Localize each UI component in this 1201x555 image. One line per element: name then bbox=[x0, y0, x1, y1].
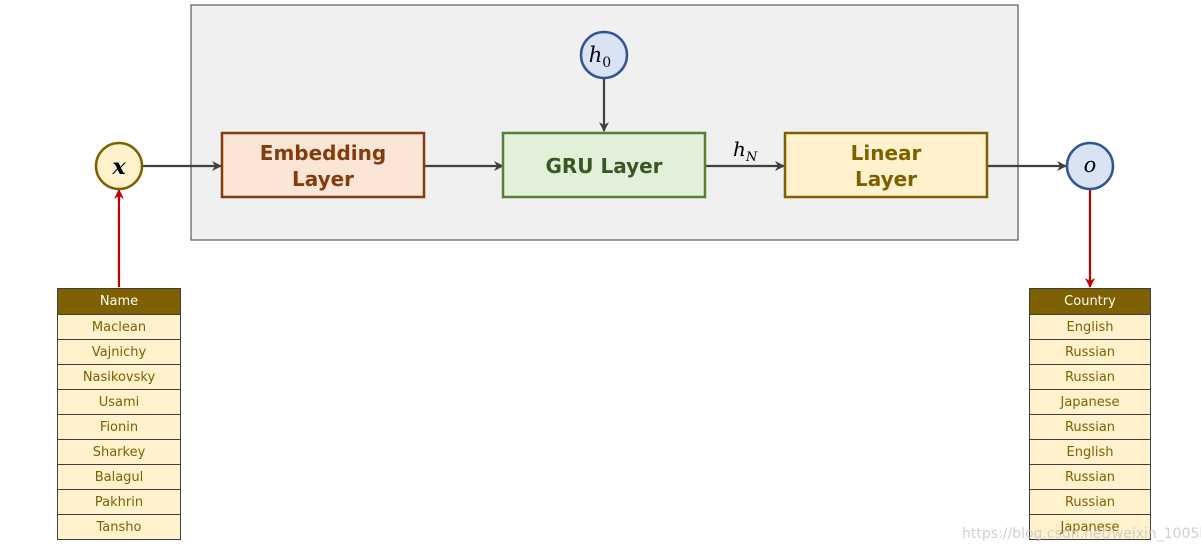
country-table-row: Russian bbox=[1029, 364, 1151, 390]
country-table-row: Russian bbox=[1029, 489, 1151, 515]
country-table-row: English bbox=[1029, 439, 1151, 465]
h0-node: h0 bbox=[579, 30, 629, 80]
name-table-row: Maclean bbox=[57, 314, 181, 340]
embedding-layer-line2: Layer bbox=[292, 167, 354, 191]
watermark: https://blog.csdn.net/weixin_1005lin bbox=[962, 526, 1201, 542]
output-node-label: o bbox=[1084, 153, 1097, 177]
name-table-row: Balagul bbox=[57, 464, 181, 490]
country-table-row: English bbox=[1029, 314, 1151, 340]
h0-node-label: h bbox=[589, 43, 603, 67]
country-table-row: Japanese bbox=[1029, 389, 1151, 415]
country-table: Country English Russian Russian Japanese… bbox=[1029, 288, 1151, 540]
country-table-row: Japanese bbox=[1029, 514, 1151, 540]
name-table-row: Nasikovsky bbox=[57, 364, 181, 390]
hN-edge-label-base: h bbox=[733, 137, 746, 161]
name-table-row: Pakhrin bbox=[57, 489, 181, 515]
output-node: o bbox=[1065, 141, 1115, 191]
input-node: x bbox=[94, 141, 144, 191]
country-table-header: Country bbox=[1029, 288, 1151, 315]
linear-layer-line2: Layer bbox=[855, 167, 917, 191]
hN-edge-label-subscript: N bbox=[745, 150, 758, 165]
country-table-row: Russian bbox=[1029, 339, 1151, 365]
country-table-row: Russian bbox=[1029, 414, 1151, 440]
name-table-row: Fionin bbox=[57, 414, 181, 440]
gru-layer-label: GRU Layer bbox=[545, 154, 662, 178]
name-table-row: Usami bbox=[57, 389, 181, 415]
linear-layer-line1: Linear bbox=[851, 141, 922, 165]
name-table-row: Tansho bbox=[57, 514, 181, 540]
embedding-layer-line1: Embedding bbox=[260, 141, 386, 165]
hN-edge-label: hN bbox=[733, 137, 758, 165]
linear-layer-box: Linear Layer bbox=[783, 131, 989, 199]
svg-text:h0: h0 bbox=[589, 43, 611, 71]
gru-layer-box: GRU Layer bbox=[501, 131, 707, 199]
name-table: Name Maclean Vajnichy Nasikovsky Usami F… bbox=[57, 288, 181, 540]
input-node-label: x bbox=[111, 154, 126, 180]
h0-node-subscript: 0 bbox=[602, 55, 611, 71]
country-table-row: Russian bbox=[1029, 464, 1151, 490]
name-table-header: Name bbox=[57, 288, 181, 315]
name-table-row: Vajnichy bbox=[57, 339, 181, 365]
embedding-layer-box: Embedding Layer bbox=[220, 131, 426, 199]
name-table-row: Sharkey bbox=[57, 439, 181, 465]
